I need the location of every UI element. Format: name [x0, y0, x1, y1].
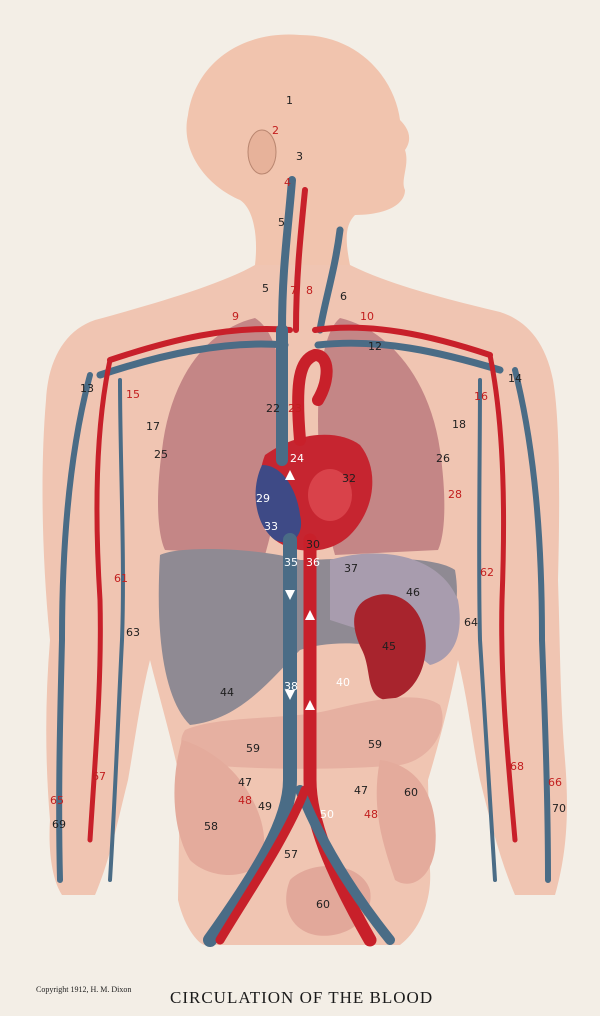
label-57: 57 [284, 848, 298, 861]
label-8: 8 [306, 284, 313, 297]
label-59a: 59 [246, 742, 260, 755]
label-60b: 60 [316, 898, 330, 911]
label-5a: 5 [278, 216, 285, 229]
label-36: 36 [306, 556, 320, 569]
label-5b: 5 [262, 282, 269, 295]
label-64: 64 [464, 616, 478, 629]
label-48a: 48 [238, 794, 252, 807]
copyright-notice: Copyright 1912, H. M. Dixon [36, 985, 131, 994]
label-50: 50 [320, 808, 334, 821]
label-1: 1 [286, 94, 293, 107]
label-37: 37 [344, 562, 358, 575]
label-49: 49 [258, 800, 272, 813]
label-65: 65 [50, 794, 64, 807]
label-15: 15 [126, 388, 140, 401]
label-3: 3 [296, 150, 303, 163]
label-7: 7 [290, 284, 297, 297]
label-62: 62 [480, 566, 494, 579]
label-4: 4 [284, 176, 291, 189]
label-67: 67 [92, 770, 106, 783]
label-16: 16 [474, 390, 488, 403]
label-69: 69 [52, 818, 66, 831]
label-23: 23 [288, 402, 302, 415]
label-12: 12 [368, 340, 382, 353]
label-70: 70 [552, 802, 566, 815]
label-26: 26 [436, 452, 450, 465]
label-68: 68 [510, 760, 524, 773]
label-58: 58 [204, 820, 218, 833]
label-33: 33 [264, 520, 278, 533]
label-30: 30 [306, 538, 320, 551]
label-66: 66 [548, 776, 562, 789]
label-14: 14 [508, 372, 522, 385]
label-60a: 60 [404, 786, 418, 799]
label-47b: 47 [354, 784, 368, 797]
label-59b: 59 [368, 738, 382, 751]
label-61: 61 [114, 572, 128, 585]
label-24: 24 [290, 452, 304, 465]
label-6: 6 [340, 290, 347, 303]
label-2: 2 [272, 124, 279, 137]
label-47a: 47 [238, 776, 252, 789]
label-35: 35 [284, 556, 298, 569]
label-45: 45 [382, 640, 396, 653]
label-18: 18 [452, 418, 466, 431]
label-29: 29 [256, 492, 270, 505]
plate-caption: CIRCULATION OF THE BLOOD [170, 988, 433, 1008]
label-28: 28 [448, 488, 462, 501]
label-44: 44 [220, 686, 234, 699]
label-13: 13 [80, 382, 94, 395]
label-25: 25 [154, 448, 168, 461]
label-10: 10 [360, 310, 374, 323]
label-46: 46 [406, 586, 420, 599]
label-40: 40 [336, 676, 350, 689]
label-22: 22 [266, 402, 280, 415]
label-38: 38 [284, 680, 298, 693]
label-17: 17 [146, 420, 160, 433]
label-63: 63 [126, 626, 140, 639]
label-48b: 48 [364, 808, 378, 821]
label-9: 9 [232, 310, 239, 323]
label-32: 32 [342, 472, 356, 485]
